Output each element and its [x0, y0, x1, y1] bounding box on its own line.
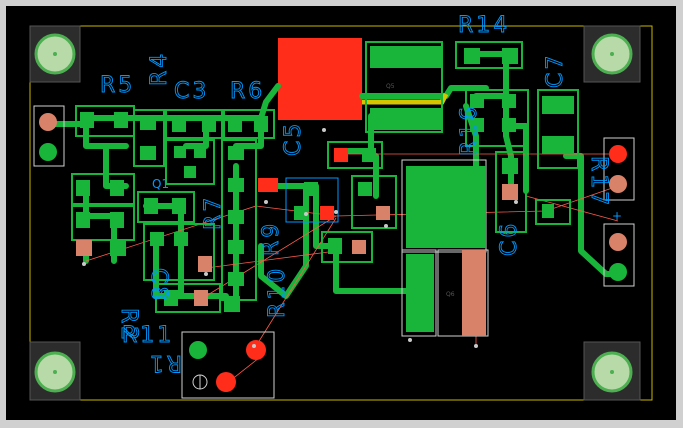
- q5-silk: Q5: [386, 83, 395, 90]
- component-c8[interactable]: [143, 223, 215, 281]
- label-r14: R14: [458, 13, 510, 38]
- component-r16[interactable]: [327, 141, 397, 229]
- label-r10: R10: [265, 266, 290, 318]
- label-r4: R4: [147, 51, 172, 86]
- component-q5[interactable]: Q5: [365, 41, 443, 133]
- label-r2: R2: [116, 308, 141, 343]
- component-c5[interactable]: [258, 177, 339, 223]
- vias: [82, 128, 518, 348]
- component-r17[interactable]: [535, 199, 571, 225]
- label-r17: R17: [586, 156, 611, 208]
- component-r14[interactable]: [455, 41, 523, 69]
- component-r6[interactable]: [223, 109, 275, 139]
- connector-left[interactable]: [33, 105, 65, 167]
- component-q1[interactable]: [165, 139, 215, 185]
- connector-right-top[interactable]: [603, 137, 635, 201]
- component-r11[interactable]: [321, 231, 373, 263]
- component-c7[interactable]: [537, 89, 579, 169]
- q6-silk: Q6: [446, 291, 455, 298]
- component-q6[interactable]: Q6: [401, 159, 489, 337]
- label-c3: C3: [174, 79, 209, 104]
- label-r11: R11: [122, 323, 174, 348]
- label-r6: R6: [230, 79, 265, 104]
- label-c5: C5: [281, 121, 306, 156]
- label-r9: R9: [259, 221, 284, 256]
- component-r7[interactable]: [137, 191, 195, 223]
- copper-pour-red[interactable]: [278, 38, 362, 120]
- mounting-hole-top-right[interactable]: [583, 25, 641, 83]
- component-r10[interactable]: [155, 283, 240, 313]
- board-outline: [29, 25, 653, 401]
- mounting-hole-bottom-right[interactable]: [583, 341, 641, 401]
- label-c6: C6: [497, 221, 522, 256]
- label-q1: Q1: [152, 177, 169, 191]
- component-r15[interactable]: [465, 89, 529, 147]
- mounting-hole-bottom-left[interactable]: [29, 341, 81, 401]
- connector-right-bottom[interactable]: [603, 223, 635, 287]
- component-r2[interactable]: [71, 173, 135, 256]
- label-r16: R16: [457, 104, 482, 156]
- mounting-hole-top-left[interactable]: [29, 25, 81, 83]
- component-c6[interactable]: [495, 151, 527, 233]
- label-c8: C8: [146, 268, 171, 303]
- label-r5: R5: [100, 73, 135, 98]
- component-r9[interactable]: [221, 139, 257, 301]
- component-c3[interactable]: [165, 109, 223, 139]
- connector-bottom[interactable]: [181, 331, 275, 399]
- label-pin-plus: +: [612, 209, 622, 223]
- pcb-board[interactable]: Q5: [6, 6, 676, 420]
- label-r1: R1: [147, 350, 182, 375]
- label-c7: C7: [543, 53, 568, 88]
- pcb-canvas[interactable]: Q5: [6, 6, 676, 420]
- label-r7: R7: [201, 195, 226, 230]
- component-r4[interactable]: [133, 109, 165, 167]
